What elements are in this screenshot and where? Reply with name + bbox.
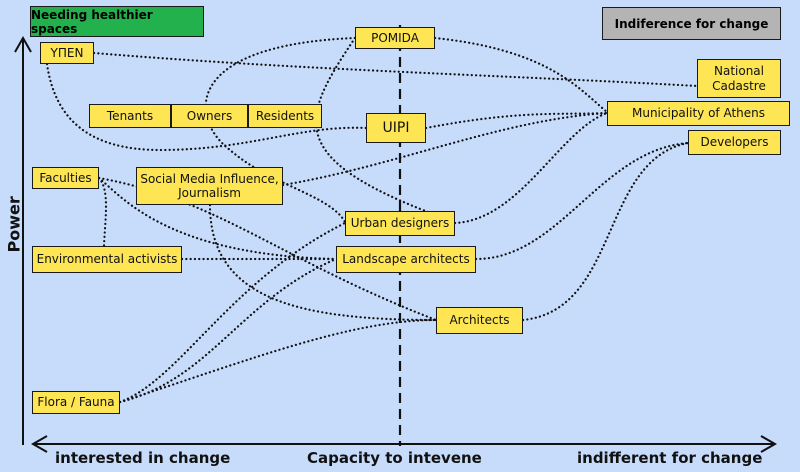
node-tenants: Tenants (89, 104, 171, 128)
node-uipi: UIPI (366, 113, 426, 143)
connection-link-16 (118, 257, 338, 404)
node-architects: Architects (436, 307, 523, 334)
node-residents: Residents (248, 104, 322, 128)
y-axis-arrowhead (14, 35, 32, 53)
node-faculties: Faculties (32, 167, 99, 189)
legend-needing-healthier-spaces: Needing healthier spaces (30, 6, 204, 37)
x-axis-right-arrowhead (760, 435, 778, 453)
connection-link-10 (97, 176, 338, 261)
connection-link-8 (453, 111, 609, 225)
connection-link-11 (97, 176, 108, 248)
y-axis-label: Power (4, 196, 24, 253)
node-municipality-of-athens: Municipality of Athens (607, 101, 790, 126)
connection-link-2 (92, 51, 699, 88)
node-environmental-activists: Environmental activists (32, 246, 182, 273)
connection-link-1 (45, 62, 368, 152)
node-landscape-architects: Landscape architects (336, 246, 476, 273)
connection-link-5 (314, 36, 457, 224)
legend-indifference-for-change: Indiference for change (602, 7, 781, 40)
connection-link-15 (118, 221, 347, 404)
connection-link-14 (521, 141, 690, 322)
connection-link-18 (208, 203, 438, 322)
connection-link-17 (118, 318, 438, 404)
x-axis-center-label: Capacity to intevene (307, 449, 482, 467)
node-national-cadastre: National Cadastre (697, 59, 781, 98)
x-axis-left-arrowhead (30, 435, 48, 453)
node-owners: Owners (171, 104, 248, 128)
node-developers: Developers (688, 130, 781, 155)
x-axis-left-label: interested in change (55, 449, 231, 467)
node-urban-designers: Urban designers (345, 211, 455, 236)
connection-link-7 (281, 111, 609, 187)
node-social-media-journalism: Social Media Influence, Journalism (136, 167, 283, 205)
connection-link-3 (433, 36, 609, 114)
node-ypen: ΥΠΕΝ (40, 42, 94, 64)
x-axis-right-label: indifferent for change (577, 449, 763, 467)
node-flora-fauna: Flora / Fauna (32, 391, 120, 414)
node-pomida: POMIDA (355, 27, 435, 49)
connection-link-13 (474, 141, 690, 261)
